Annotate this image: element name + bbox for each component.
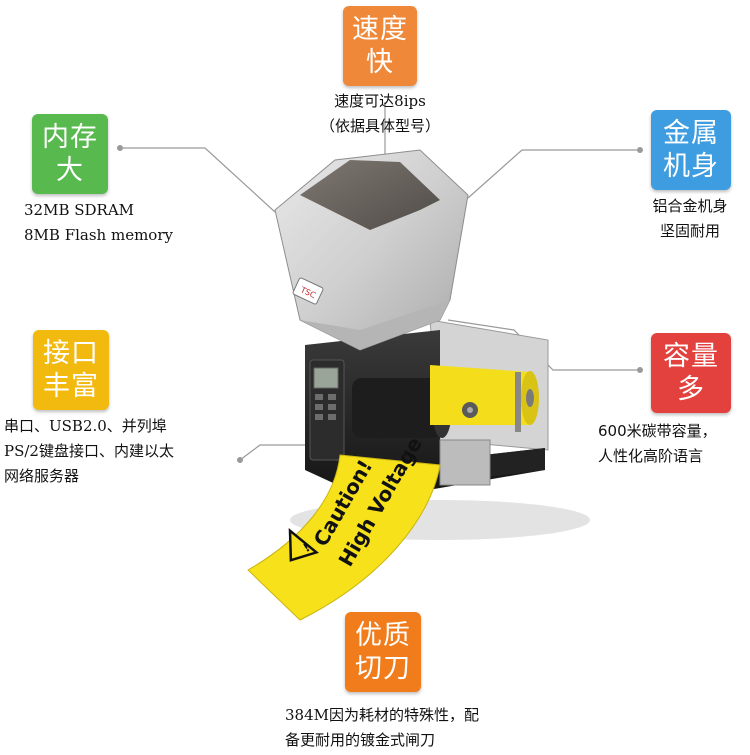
capacity-desc-line2: 人性化高阶语言 — [598, 447, 704, 465]
interface-desc-line3: 网络服务器 — [4, 467, 80, 485]
brand-plate — [292, 277, 324, 305]
cutter-desc-line1: 384M因为耗材的特殊性，配 — [285, 706, 479, 724]
media-roll — [430, 365, 530, 425]
speed-desc-line1: 速度可达8ips — [334, 92, 426, 110]
interface-badge: 接口 丰富 — [33, 330, 109, 410]
memory-title-line2: 大 — [56, 155, 84, 186]
caution-label: ! Caution! High Voltage — [247, 433, 441, 621]
speed-title-line2: 快 — [366, 47, 394, 78]
capacity-title-line1: 容量 — [663, 341, 719, 372]
memory-title-line1: 内存 — [42, 122, 98, 153]
speed-badge: 速度 快 — [343, 6, 417, 86]
speed-desc-line2: （依据具体型号） — [319, 117, 440, 135]
speed-title-line1: 速度 — [352, 14, 408, 45]
interface-desc-line1: 串口、USB2.0、并列埠 — [4, 417, 167, 435]
ribbon-roll — [352, 378, 442, 438]
cutter-description: 384M因为耗材的特殊性，配 备更耐用的镀金式闸刀 — [285, 703, 479, 753]
interface-desc-line2: PS/2键盘接口、内建以太 — [4, 442, 174, 460]
interface-title-line2: 丰富 — [43, 371, 99, 402]
cutter-badge: 优质 切刀 — [345, 612, 421, 692]
interface-description: 串口、USB2.0、并列埠 PS/2键盘接口、内建以太 网络服务器 — [4, 414, 174, 489]
metal-body-badge: 金属 机身 — [651, 110, 731, 190]
memory-desc-line1: 32MB SDRAM — [24, 201, 135, 219]
cutter-desc-line2: 备更耐用的镀金式闸刀 — [285, 731, 436, 749]
svg-text:!: ! — [301, 540, 313, 555]
metal-body-description: 铝合金机身 坚固耐用 — [630, 194, 750, 244]
metal-title-line1: 金属 — [663, 118, 719, 149]
metal-title-line2: 机身 — [663, 151, 719, 182]
cutter-title-line2: 切刀 — [355, 653, 411, 684]
speed-description: 速度可达8ips （依据具体型号） — [300, 89, 460, 139]
cutter-title-line1: 优质 — [355, 620, 411, 651]
capacity-badge: 容量 多 — [651, 333, 731, 413]
memory-desc-line2: 8MB Flash memory — [24, 226, 173, 244]
capacity-description: 600米碳带容量， 人性化高阶语言 — [598, 419, 717, 469]
interface-title-line1: 接口 — [43, 338, 99, 369]
capacity-title-line2: 多 — [677, 374, 705, 405]
metal-desc-line1: 铝合金机身 — [652, 197, 728, 215]
metal-desc-line2: 坚固耐用 — [659, 222, 720, 240]
capacity-desc-line1: 600米碳带容量， — [598, 422, 717, 440]
memory-description: 32MB SDRAM 8MB Flash memory — [24, 198, 173, 248]
lid-window — [300, 160, 440, 230]
lcd-screen — [313, 367, 339, 389]
memory-badge: 内存 大 — [32, 114, 108, 194]
